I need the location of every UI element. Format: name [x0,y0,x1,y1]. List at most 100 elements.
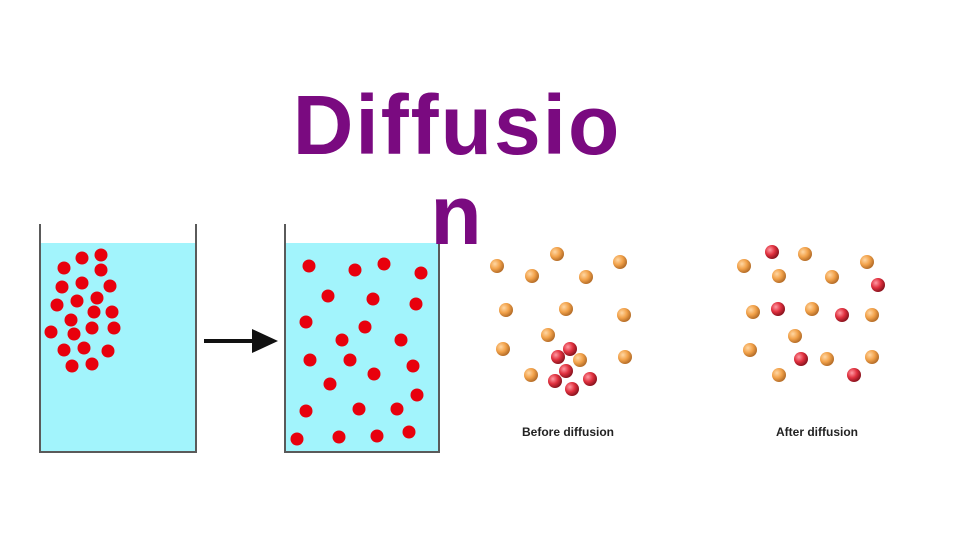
before-diffusion-panel: Before diffusion [490,247,632,439]
red-particle [94,248,108,262]
red-particle [323,377,337,391]
before-diffusion-caption: Before diffusion [522,425,614,439]
orange-particle [550,247,564,261]
red-particle [332,430,346,444]
beaker-after [284,224,440,453]
red-particle [414,266,428,280]
red-particle [299,404,313,418]
red-particle [409,297,423,311]
red-particle [551,350,565,364]
red-particle [559,364,573,378]
clustered-particles [44,248,121,373]
red-particle [370,429,384,443]
orange-particle [865,350,879,364]
red-particle [771,302,785,316]
orange-particle [618,350,632,364]
red-particle [390,402,404,416]
beaker-outline [284,224,440,453]
red-particle [103,279,117,293]
red-particle [85,321,99,335]
orange-particle [865,308,879,322]
red-particle [410,388,424,402]
orange-particle [499,303,513,317]
red-particle [352,402,366,416]
red-particle [583,372,597,386]
red-particle [343,353,357,367]
red-particle [394,333,408,347]
red-particle [335,333,349,347]
red-particle [57,261,71,275]
red-particle [57,343,71,357]
red-particle [847,368,861,382]
red-particle [367,367,381,381]
orange-particle [496,342,510,356]
orange-particle [559,302,573,316]
red-particle [871,278,885,292]
orange-particle [772,269,786,283]
right-arrow-icon [204,329,278,353]
spread-particles [290,257,428,446]
orange-particle [525,269,539,283]
red-particle [55,280,69,294]
red-particle [302,259,316,273]
sphere-particles [490,247,632,396]
beaker-water [286,243,438,452]
orange-particle [772,368,786,382]
orange-particle [743,343,757,357]
red-particle [290,432,304,446]
red-particle [299,315,313,329]
red-particle [105,305,119,319]
after-diffusion-panel: After diffusion [737,245,885,439]
red-particle [85,357,99,371]
beaker-outline [39,224,197,453]
page-title: Diffusion [292,78,622,262]
orange-particle [737,259,751,273]
orange-particle [860,255,874,269]
orange-particle [788,329,802,343]
red-particle [107,321,121,335]
red-particle [70,294,84,308]
red-particle [90,291,104,305]
red-particle [402,425,416,439]
red-particle [548,374,562,388]
red-particle [358,320,372,334]
red-particle [348,263,362,277]
red-particle [44,325,58,339]
red-particle [765,245,779,259]
orange-particle [490,259,504,273]
red-particle [406,359,420,373]
red-particle [101,344,115,358]
orange-particle [541,328,555,342]
red-particle [563,342,577,356]
red-particle [366,292,380,306]
red-particle [77,341,91,355]
orange-particle [820,352,834,366]
red-particle [565,382,579,396]
red-particle [377,257,391,271]
orange-particle [825,270,839,284]
after-diffusion-caption: After diffusion [776,425,858,439]
orange-particle [524,368,538,382]
red-particle [67,327,81,341]
orange-particle [798,247,812,261]
red-particle [321,289,335,303]
orange-particle [613,255,627,269]
orange-particle [617,308,631,322]
orange-particle [573,353,587,367]
red-particle [835,308,849,322]
red-particle [75,276,89,290]
beaker-before [39,224,197,453]
red-particle [794,352,808,366]
red-particle [87,305,101,319]
red-particle [50,298,64,312]
red-particle [303,353,317,367]
sphere-particles [737,245,885,382]
orange-particle [746,305,760,319]
red-particle [75,251,89,265]
orange-particle [805,302,819,316]
orange-particle [579,270,593,284]
red-particle [65,359,79,373]
red-particle [64,313,78,327]
red-particle [94,263,108,277]
